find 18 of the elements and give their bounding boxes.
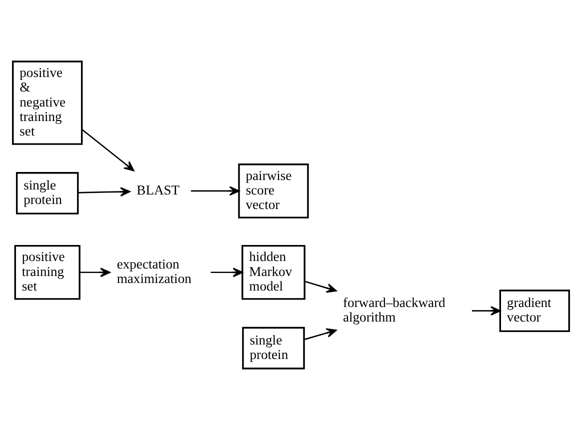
node-box: gradient vector [499, 289, 570, 332]
node-box: positive & negative training set [12, 60, 83, 144]
node-box: positive training set [14, 244, 80, 300]
arrow [304, 328, 337, 340]
arrow [80, 267, 110, 277]
arrow [82, 128, 134, 171]
node-box: hidden Markov model [242, 244, 306, 300]
node-text: BLAST [136, 182, 180, 197]
node-text: expectation maximization [116, 256, 192, 286]
node-box: pairwise score vector [238, 163, 309, 218]
arrow [304, 280, 337, 292]
node-text: forward–backward algorithm [343, 294, 446, 324]
arrow [210, 267, 243, 277]
arrow [78, 186, 130, 196]
arrow [472, 306, 501, 316]
node-box: single protein [16, 172, 79, 214]
arrow [190, 186, 240, 196]
node-box: single protein [242, 326, 305, 369]
